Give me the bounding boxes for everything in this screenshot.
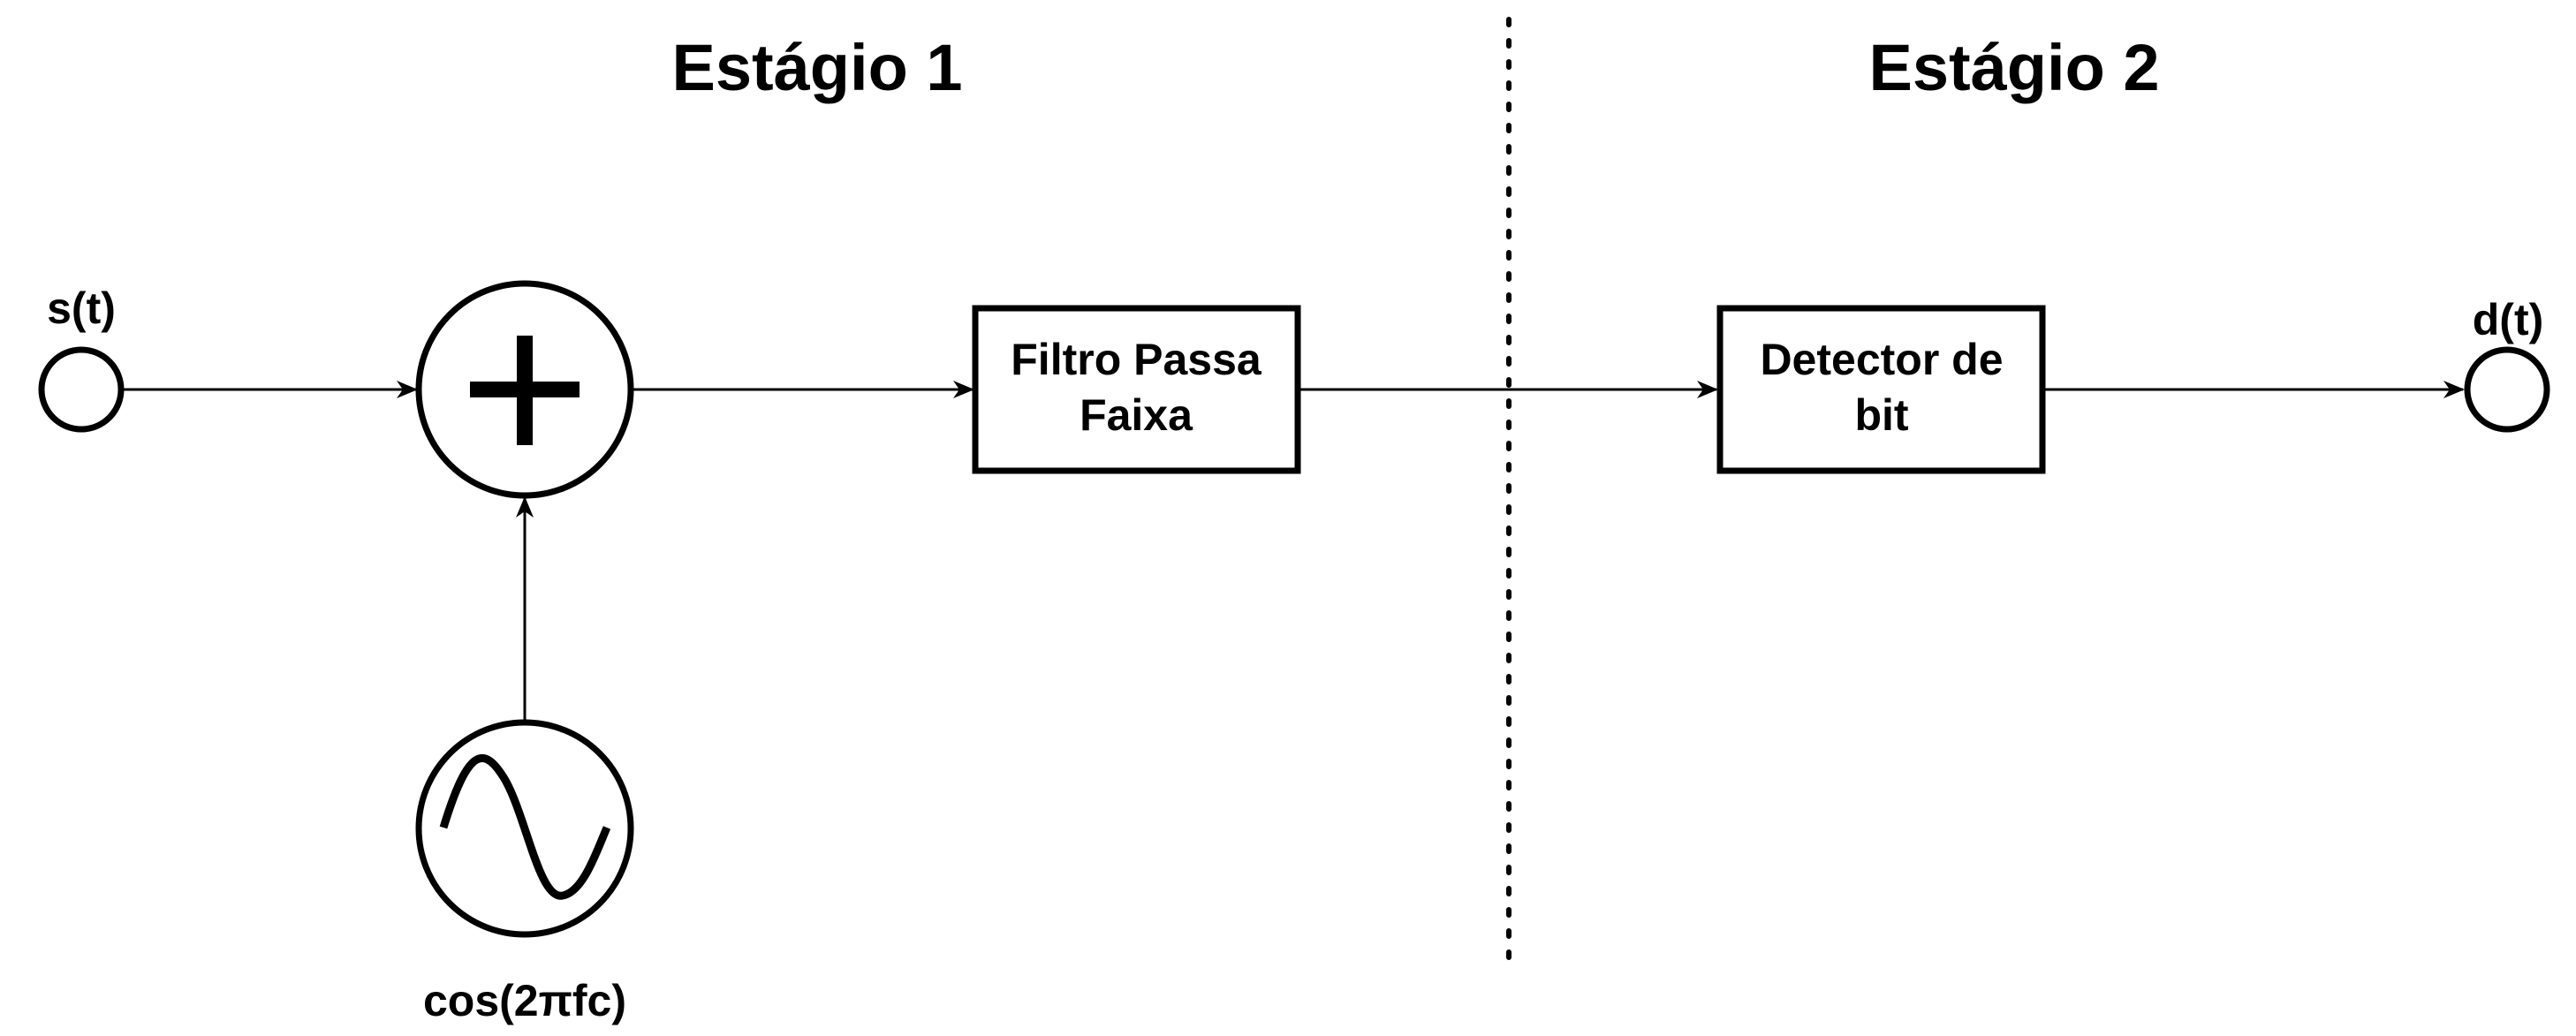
adder-node [415,280,634,499]
bandpass-filter-block: Filtro Passa Faixa [972,305,1301,474]
stage-1-title: Estágio 1 [672,31,963,104]
carrier-signal-label: cos(2πfc) [423,976,626,1025]
bit-detector-label-line2: bit [1854,390,1908,440]
input-signal-label: s(t) [47,284,116,333]
plus-icon [470,336,580,445]
bandpass-filter-label-line1: Filtro Passa [1011,335,1262,384]
output-signal-label: d(t) [2473,295,2544,344]
sine-wave-icon [439,753,611,900]
output-terminal [2464,346,2550,433]
bit-detector-label-line1: Detector de [1760,335,2003,384]
oscillator-node [415,719,634,938]
bandpass-filter-label-line2: Faixa [1080,390,1193,440]
bit-detector-block: Detector de bit [1716,305,2046,474]
stage-2-title: Estágio 2 [1869,31,2160,104]
input-terminal [38,346,125,433]
